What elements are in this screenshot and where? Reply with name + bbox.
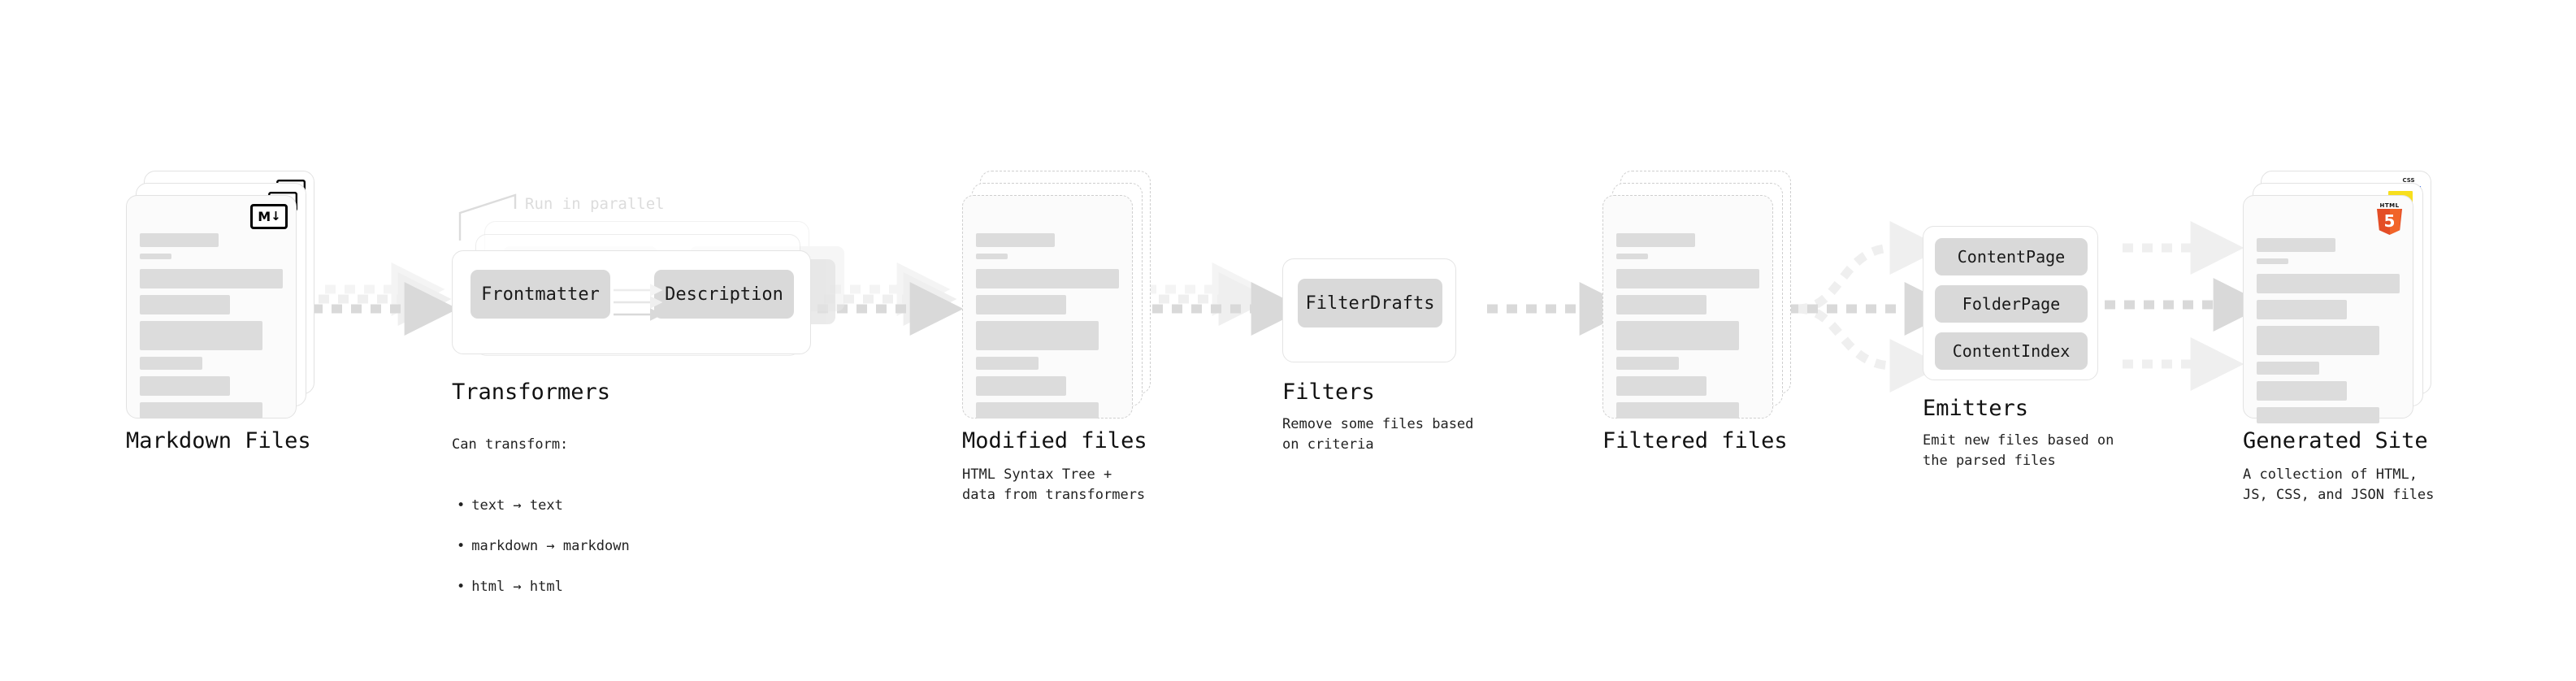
placeholder-bar bbox=[976, 402, 1099, 419]
placeholder-bar bbox=[1616, 233, 1695, 247]
placeholder-bar bbox=[1616, 402, 1740, 419]
markdown-card-front: M↓ bbox=[126, 195, 297, 419]
filter-chip-filterdrafts[interactable]: FilterDrafts bbox=[1298, 279, 1442, 327]
css-icon-label: CSS bbox=[2402, 177, 2415, 184]
placeholder-bar bbox=[976, 357, 1039, 370]
placeholder-bar bbox=[1616, 254, 1648, 259]
markdown-icon: M↓ bbox=[250, 204, 288, 229]
placeholder-bar bbox=[2257, 381, 2347, 401]
filtered-card-front bbox=[1602, 195, 1773, 419]
placeholder-bar bbox=[2257, 258, 2288, 264]
placeholder-bar bbox=[2257, 274, 2400, 293]
placeholder-bar bbox=[140, 321, 263, 350]
generated-site-description: A collection of HTML, JS, CSS, and JSON … bbox=[2243, 466, 2435, 503]
modified-files-description: HTML Syntax Tree + data from transformer… bbox=[962, 466, 1146, 503]
transformer-chip-frontmatter[interactable]: Frontmatter bbox=[471, 270, 610, 319]
site-card-front: HTML 5 bbox=[2243, 195, 2413, 423]
placeholder-bar bbox=[140, 357, 203, 370]
placeholder-bar bbox=[976, 376, 1066, 396]
html5-icon-word: HTML bbox=[2379, 202, 2400, 209]
emitter-chip-folderpage[interactable]: FolderPage bbox=[1935, 285, 2088, 323]
placeholder-bar bbox=[2257, 300, 2347, 319]
modified-card-front bbox=[962, 195, 1133, 419]
html5-icon: HTML 5 bbox=[2376, 202, 2403, 235]
placeholder-bar bbox=[976, 254, 1008, 259]
emitters-panel: ContentPage FolderPage ContentIndex bbox=[1923, 226, 2098, 380]
card-content-placeholder bbox=[1616, 233, 1759, 425]
transformer-chip-description[interactable]: Description bbox=[654, 270, 794, 319]
caption-generated-site: Generated Site bbox=[2243, 428, 2428, 453]
placeholder-bar bbox=[140, 402, 263, 419]
transformers-bullet: text → text bbox=[452, 496, 630, 516]
placeholder-bar bbox=[140, 233, 219, 247]
filters-panel: FilterDrafts bbox=[1282, 258, 1456, 362]
placeholder-bar bbox=[2257, 407, 2380, 423]
card-content-placeholder bbox=[140, 233, 283, 425]
caption-filtered-files: Filtered files bbox=[1602, 428, 1788, 453]
placeholder-bar bbox=[1616, 295, 1706, 314]
transformers-bullet: html → html bbox=[452, 577, 630, 597]
transformers-bullet-list: text → text markdown → markdown html → h… bbox=[452, 475, 630, 618]
caption-emitters: Emitters bbox=[1923, 396, 2029, 421]
placeholder-bar bbox=[2257, 238, 2335, 252]
placeholder-bar bbox=[976, 269, 1119, 288]
transformers-bullet: markdown → markdown bbox=[452, 536, 629, 557]
placeholder-bar bbox=[140, 254, 171, 259]
caption-markdown-files: Markdown Files bbox=[126, 428, 311, 453]
emitter-chip-contentindex[interactable]: ContentIndex bbox=[1935, 332, 2088, 370]
transformers-description: Can transform: text → text markdown → ma… bbox=[452, 414, 630, 638]
placeholder-bar bbox=[140, 269, 283, 288]
placeholder-bar bbox=[140, 376, 230, 396]
markdown-card-stack: M↓ M↓ M↓ bbox=[126, 171, 314, 419]
markdown-icon-arrow: ↓ bbox=[271, 209, 281, 223]
placeholder-bar bbox=[1616, 357, 1680, 370]
placeholder-bar bbox=[140, 295, 230, 314]
transformer-inner-arrows bbox=[614, 284, 663, 321]
placeholder-bar bbox=[2257, 362, 2320, 375]
transformer-panel-front: Frontmatter Description bbox=[452, 250, 811, 354]
card-content-placeholder bbox=[976, 233, 1119, 425]
html5-icon-number: 5 bbox=[2383, 210, 2396, 231]
caption-filters: Filters bbox=[1282, 380, 1375, 405]
card-content-placeholder bbox=[2257, 238, 2400, 430]
placeholder-bar bbox=[1616, 321, 1740, 350]
arrow-filtered-to-emitters bbox=[1788, 221, 1958, 393]
placeholder-bar bbox=[976, 321, 1099, 350]
arrow-markdown-to-transformers bbox=[312, 262, 458, 336]
emitter-chip-contentpage[interactable]: ContentPage bbox=[1935, 238, 2088, 275]
emitters-description: Emit new files based on the parsed files bbox=[1923, 432, 2114, 469]
site-card-stack: CSS HTML 5 bbox=[2243, 171, 2431, 423]
transformers-description-heading: Can transform: bbox=[452, 436, 569, 453]
modified-card-stack bbox=[962, 171, 1151, 419]
placeholder-bar bbox=[1616, 376, 1706, 396]
filters-description: Remove some files based on criteria bbox=[1282, 416, 1474, 453]
caption-transformers: Transformers bbox=[452, 380, 611, 405]
placeholder-bar bbox=[1616, 269, 1759, 288]
placeholder-bar bbox=[976, 295, 1066, 314]
arrow-emitters-to-site bbox=[2105, 221, 2267, 391]
run-in-parallel-label: Run in parallel bbox=[525, 195, 665, 213]
placeholder-bar bbox=[976, 233, 1055, 247]
arrow-modified-to-filters bbox=[1133, 262, 1305, 336]
caption-modified-files: Modified files bbox=[962, 428, 1147, 453]
filtered-card-stack bbox=[1602, 171, 1791, 419]
markdown-icon-letter: M bbox=[258, 208, 271, 224]
placeholder-bar bbox=[2257, 326, 2380, 355]
